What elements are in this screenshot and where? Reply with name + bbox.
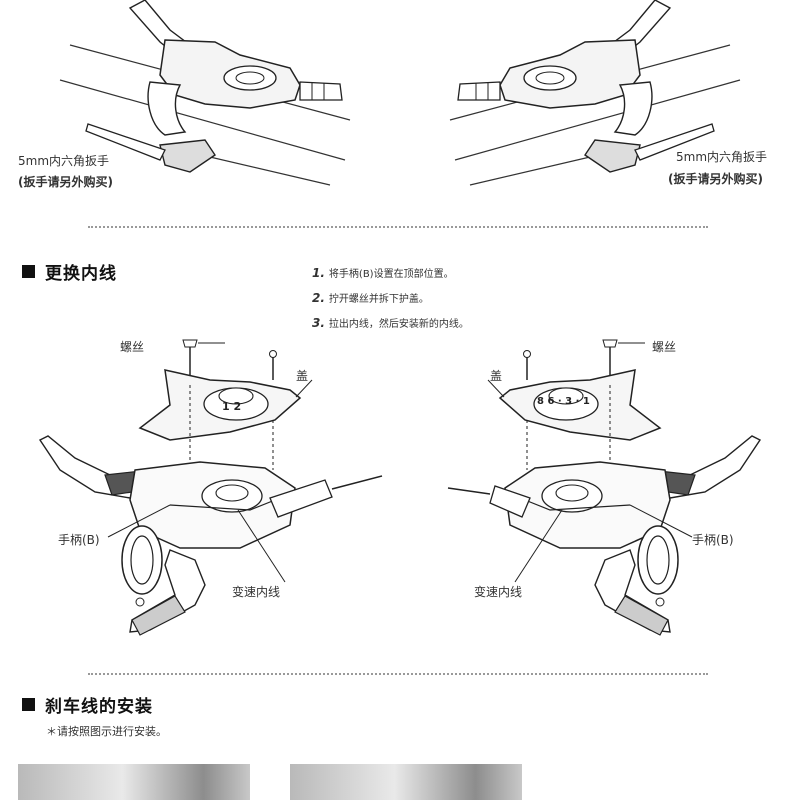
section-title: 更换内线 bbox=[45, 264, 117, 284]
step-text: 将手柄(B)设置在顶部位置。 bbox=[328, 269, 454, 280]
wrench-label-right: 5mm内六角扳手 bbox=[676, 150, 768, 164]
step-3: 3.拉出内线，然后安装新的内线。 bbox=[312, 315, 469, 330]
step-text: 拉出内线，然后安装新的内线。 bbox=[328, 319, 469, 330]
section-heading-brake-cable: 刹车线的安装 bbox=[22, 692, 153, 717]
section-title-2: 刹车线的安装 bbox=[45, 697, 153, 717]
section-divider bbox=[88, 226, 708, 228]
dial-numbers-left: 1 2 bbox=[222, 400, 242, 413]
wrench-note-right: (扳手请另外购买) bbox=[668, 172, 763, 186]
heading-square-icon bbox=[22, 265, 35, 278]
step-number: 1. bbox=[312, 266, 325, 280]
wrench-label-left: 5mm内六角扳手 bbox=[18, 154, 110, 168]
photo-brake-install-2 bbox=[290, 764, 522, 800]
install-note: ＊请按照图示进行安装。 bbox=[46, 725, 167, 738]
wrench-note-left: (扳手请另外购买) bbox=[18, 175, 113, 189]
step-number: 2. bbox=[312, 291, 325, 305]
step-number: 3. bbox=[312, 316, 325, 330]
step-2: 2.拧开螺丝并拆下护盖。 bbox=[312, 290, 429, 305]
cable-label-left: 变速内线 bbox=[232, 585, 281, 599]
lever-b-label-left: 手柄(B) bbox=[58, 533, 100, 547]
step-text: 拧开螺丝并拆下护盖。 bbox=[328, 294, 429, 305]
cable-label-right: 变速内线 bbox=[474, 585, 523, 599]
cover-label-left: 盖 bbox=[296, 369, 309, 383]
section-heading-replace-cable: 更换内线 bbox=[22, 259, 117, 284]
lever-b-label-right: 手柄(B) bbox=[692, 533, 734, 547]
step-1: 1.将手柄(B)设置在顶部位置。 bbox=[312, 265, 454, 280]
dial-numbers-right: 8 6 · 3 · 1 bbox=[537, 396, 590, 407]
screw-label-right: 螺丝 bbox=[652, 340, 677, 354]
section-divider-2 bbox=[88, 673, 708, 675]
screw-label-left: 螺丝 bbox=[120, 340, 145, 354]
heading-square-icon bbox=[22, 698, 35, 711]
photo-brake-install-1 bbox=[18, 764, 250, 800]
cover-label-right: 盖 bbox=[490, 369, 503, 383]
